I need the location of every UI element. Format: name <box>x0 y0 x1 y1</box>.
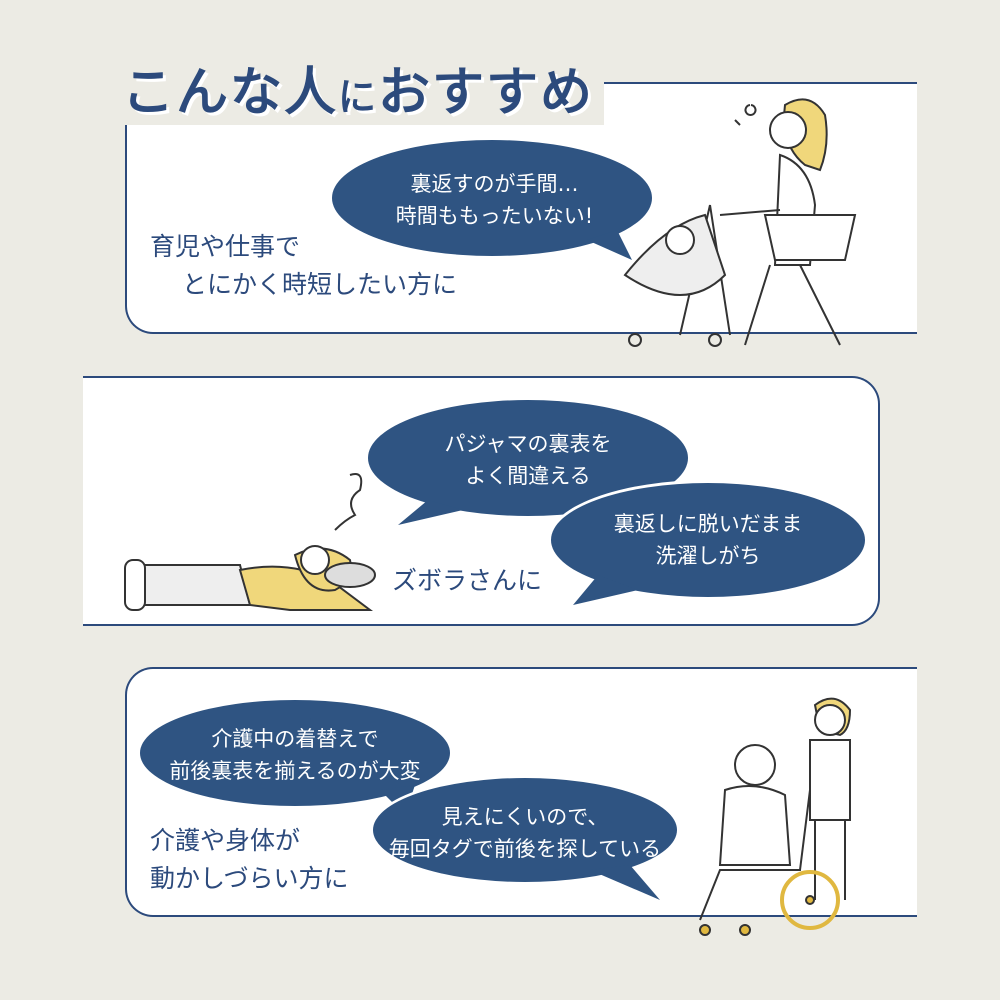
label-line: とにかく時短したい方に <box>182 270 458 299</box>
label-line: 動かしづらい方に <box>150 864 349 893</box>
speech-bubble: 裏返しに脱いだまま洗濯しがち <box>548 480 868 605</box>
bubble-text: 介護中の着替えで <box>211 727 379 751</box>
speech-bubble: 見えにくいので、毎回タグで前後を探している <box>370 775 680 900</box>
bubble-text: 裏返すのが手間… <box>410 172 579 196</box>
panel-label: 介護や身体が 動かしづらい方に <box>150 822 349 898</box>
label-line: 育児や仕事で <box>150 232 301 261</box>
bubble-text: 前後裏表を揃えるのが大変 <box>169 759 421 783</box>
speech-bubble: 介護中の着替えで前後裏表を揃えるのが大変 <box>140 700 450 815</box>
bubble-text: 見えにくいので、 <box>441 804 609 829</box>
speech-bubble: 裏返すのが手間… 時間ももったいない! <box>332 140 657 260</box>
panel-label: 育児や仕事で とにかく時短したい方に <box>150 228 457 304</box>
bubble-text: よく間違える <box>465 464 591 488</box>
bubble-text: 時間ももったいない! <box>395 204 594 228</box>
bubble-text: 洗濯しがち <box>655 544 761 568</box>
bubble-text: パジャマの裏表を <box>444 432 612 456</box>
label-line: ズボラさんに <box>392 566 543 595</box>
label-line: 介護や身体が <box>150 826 301 855</box>
bubble-text: 裏返しに脱いだまま <box>613 512 803 536</box>
page-title: こんな人におすすめ <box>112 50 605 125</box>
lying-person-illustration <box>124 473 376 611</box>
panel-label: ズボラさんに <box>392 562 542 600</box>
title-text: こんな人 <box>122 63 339 123</box>
title-text: に <box>338 75 379 119</box>
caregiver-wheelchair-illustration <box>699 697 852 936</box>
title-text: おすすめ <box>378 63 595 123</box>
speech-bubble: パジャマの裏表をよく間違える <box>368 400 688 525</box>
parent-with-stroller-illustration <box>623 98 857 347</box>
bubble-text: 毎回タグで前後を探している <box>388 836 662 861</box>
